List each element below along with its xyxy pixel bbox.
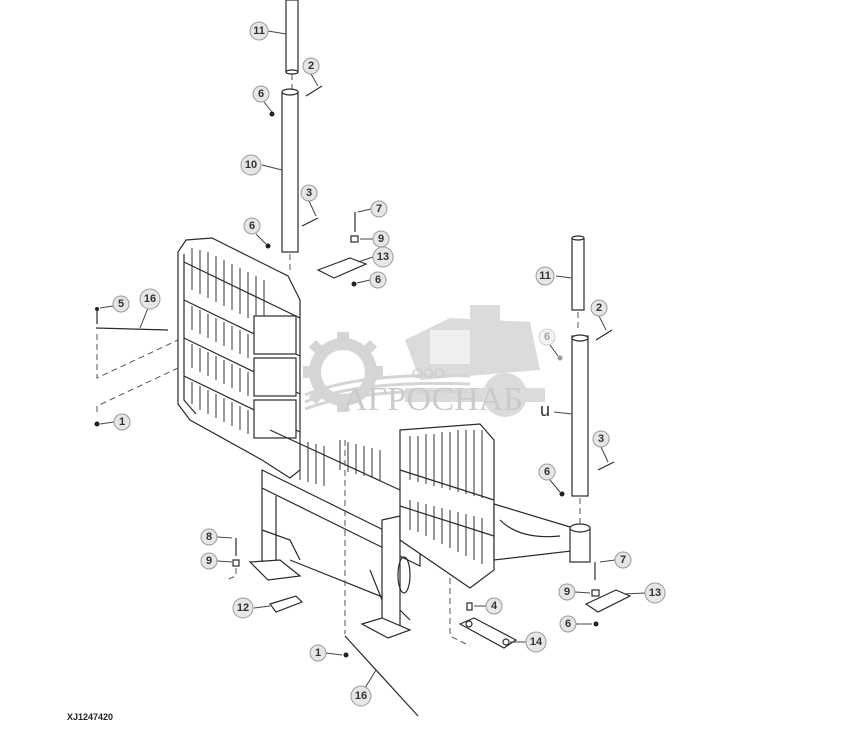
callout-6: 6 [538,463,556,481]
svg-text:6: 6 [565,618,571,630]
callout-3: 3 [592,430,610,448]
watermark-suffix: u [540,400,550,420]
watermark-name: АГРОСНАБ [343,381,523,418]
callout-7: 7 [370,200,388,218]
callout-9: 9 [558,583,576,601]
callout-1: 1 [309,644,327,662]
svg-text:13: 13 [377,251,389,263]
svg-text:6: 6 [544,331,550,343]
callout-8: 8 [200,528,218,546]
svg-text:7: 7 [620,554,626,566]
svg-text:6: 6 [249,220,255,232]
svg-text:2: 2 [596,302,602,314]
harvester-icon [405,305,545,417]
callout-5: 5 [112,295,130,313]
svg-text:16: 16 [144,293,156,305]
callout-12: 12 [232,597,254,619]
callout-6: 6 [243,217,261,235]
svg-text:9: 9 [378,233,384,245]
gear-icon [303,332,383,412]
callout-13: 13 [372,246,394,268]
callouts: 11 2 6 10 3 7 6 9 13 6 11 5 16 2 6 1 3 6… [112,21,666,707]
rod-upper [94,307,179,427]
svg-text:9: 9 [206,555,212,567]
svg-text:6: 6 [258,88,264,100]
callout-6: 6 [559,615,577,633]
callout-13: 13 [644,582,666,604]
callout-14: 14 [525,631,547,653]
mount-hardware-left [225,538,304,613]
callout-6: 6 [252,85,270,103]
svg-text:10: 10 [245,159,257,171]
callout-6: 6 [369,271,387,289]
leader-lines [99,30,646,689]
svg-text:8: 8 [206,531,212,543]
callout-3: 3 [300,184,318,202]
svg-text:7: 7 [376,203,382,215]
svg-text:1: 1 [315,647,321,659]
callout-6: 6 [538,328,556,346]
watermark-prefix: ООО [412,365,445,381]
callout-11: 11 [535,266,555,286]
callout-10: 10 [240,154,262,176]
swoosh-lines [304,373,471,411]
watermark-logo: ООО АГРОСНАБ [303,305,545,418]
svg-text:16: 16 [355,690,367,702]
callout-9: 9 [200,552,218,570]
callout-2: 2 [590,299,608,317]
svg-text:3: 3 [306,187,312,199]
rod-lower [343,440,419,717]
callout-4: 4 [485,597,503,615]
left-grille-guard [177,237,301,479]
svg-text:2: 2 [308,60,314,72]
svg-text:14: 14 [530,636,543,648]
svg-text:11: 11 [253,25,265,37]
callout-1: 1 [113,413,131,431]
callout-9: 9 [372,230,390,248]
svg-text:3: 3 [598,433,604,445]
left-post-assembly [265,0,323,272]
svg-text:5: 5 [118,298,124,310]
svg-text:11: 11 [539,270,551,282]
svg-text:12: 12 [237,602,249,614]
right-post-assembly [557,235,615,524]
mount-hardware-right [449,578,518,649]
callout-7: 7 [614,551,632,569]
callout-2: 2 [302,57,320,75]
base-frame [248,423,591,639]
svg-text:6: 6 [375,274,381,286]
drawing-id-label: XJ1247420 [67,712,114,722]
svg-text:13: 13 [649,587,661,599]
callout-16: 16 [139,288,161,310]
svg-text:4: 4 [491,600,498,612]
callout-16: 16 [350,685,372,707]
callout-11: 11 [249,21,269,41]
svg-text:9: 9 [564,586,570,598]
svg-text:6: 6 [544,466,550,478]
clamp-plate-lower [584,562,632,627]
clamp-plate-upper [316,212,368,287]
svg-text:1: 1 [119,416,125,428]
